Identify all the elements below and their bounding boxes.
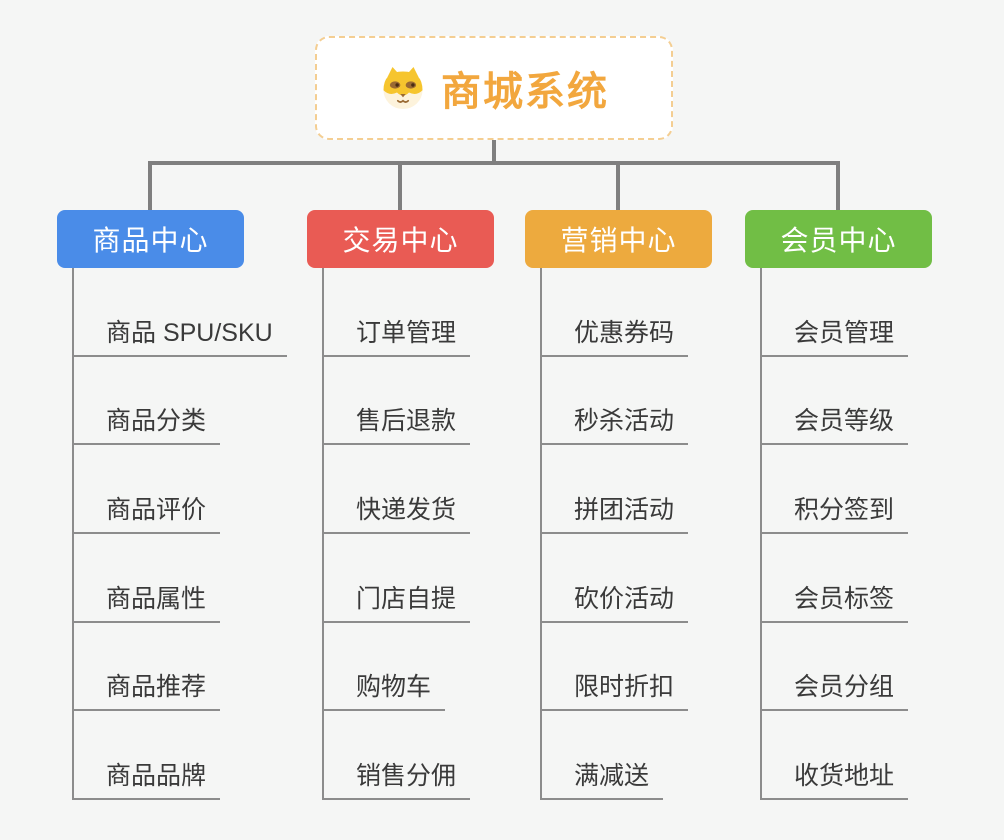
topic-label: 商品属性	[72, 579, 221, 623]
topic-row[interactable]: 会员管理	[760, 268, 992, 357]
connector-drop-product	[148, 163, 152, 210]
connector-drop-marketing	[616, 163, 620, 210]
topic-label: 商品评价	[72, 490, 221, 535]
topic-label: 快递发货	[322, 490, 471, 535]
topic-row[interactable]: 商品评价	[72, 445, 304, 535]
topic-label: 商品推荐	[72, 667, 221, 712]
branch-trade-center[interactable]: 交易中心	[307, 210, 494, 268]
topic-row[interactable]: 商品推荐	[72, 623, 304, 712]
topic-label: 购物车	[322, 667, 446, 712]
topic-row[interactable]: 积分签到	[760, 445, 992, 535]
connector-trunk	[540, 268, 542, 800]
connector-drop-trade	[398, 163, 402, 210]
topic-row[interactable]: 会员标签	[760, 534, 992, 623]
topic-label: 会员分组	[760, 667, 909, 712]
topic-row[interactable]: 销售分佣	[322, 711, 554, 801]
topic-label: 积分签到	[760, 490, 909, 535]
topic-label: 售后退款	[322, 401, 471, 446]
connector-trunk	[760, 268, 762, 800]
topic-label: 收货地址	[760, 756, 909, 801]
topic-label: 砍价活动	[540, 579, 689, 623]
topic-label: 优惠券码	[540, 313, 689, 357]
topic-row[interactable]: 商品 SPU/SKU	[72, 268, 304, 357]
topic-label: 限时折扣	[540, 667, 689, 712]
topic-row[interactable]: 会员分组	[760, 623, 992, 712]
topic-label: 商品分类	[72, 401, 221, 446]
topic-row[interactable]: 秒杀活动	[540, 357, 772, 446]
topic-row[interactable]: 会员等级	[760, 357, 992, 446]
topic-row[interactable]: 满减送	[540, 711, 772, 801]
branch-marketing-center[interactable]: 营销中心	[525, 210, 712, 268]
topic-label: 会员标签	[760, 579, 909, 623]
topic-label: 秒杀活动	[540, 401, 689, 446]
topic-row[interactable]: 商品分类	[72, 357, 304, 446]
topic-label: 销售分佣	[322, 756, 471, 801]
topic-row[interactable]: 商品品牌	[72, 711, 304, 801]
root-topic[interactable]: 商城系统	[315, 36, 673, 140]
topic-row[interactable]: 优惠券码	[540, 268, 772, 357]
branch-product-center[interactable]: 商品中心	[57, 210, 244, 268]
topic-row[interactable]: 快递发货	[322, 445, 554, 535]
topic-row[interactable]: 砍价活动	[540, 534, 772, 623]
topic-row[interactable]: 售后退款	[322, 357, 554, 446]
branch-member-center[interactable]: 会员中心	[745, 210, 932, 268]
topic-row[interactable]: 收货地址	[760, 711, 992, 801]
topic-label: 拼团活动	[540, 490, 689, 535]
branch-marketing-children: 优惠券码 秒杀活动 拼团活动 砍价活动 限时折扣 满减送	[540, 268, 772, 801]
connector-drop-member	[836, 163, 840, 210]
connector-bus	[148, 161, 840, 165]
topic-label: 会员等级	[760, 401, 909, 446]
topic-row[interactable]: 限时折扣	[540, 623, 772, 712]
topic-row[interactable]: 拼团活动	[540, 445, 772, 535]
topic-row[interactable]: 商品属性	[72, 534, 304, 623]
branch-trade-children: 订单管理 售后退款 快递发货 门店自提 购物车 销售分佣	[322, 268, 554, 801]
topic-label: 满减送	[540, 756, 664, 801]
root-topic-title: 商城系统	[441, 70, 609, 114]
connector-trunk	[72, 268, 74, 800]
branch-product-children: 商品 SPU/SKU 商品分类 商品评价 商品属性 商品推荐 商品品牌	[72, 268, 304, 801]
topic-row[interactable]: 订单管理	[322, 268, 554, 357]
topic-row[interactable]: 门店自提	[322, 534, 554, 623]
topic-label: 订单管理	[322, 313, 471, 357]
dog-face-icon	[383, 67, 423, 109]
topic-label: 门店自提	[322, 579, 471, 623]
connector-root-stub	[492, 139, 496, 163]
topic-label: 商品品牌	[72, 756, 221, 801]
topic-label: 会员管理	[760, 313, 909, 357]
connector-trunk	[322, 268, 324, 800]
topic-label: 商品 SPU/SKU	[72, 313, 287, 357]
branch-member-children: 会员管理 会员等级 积分签到 会员标签 会员分组 收货地址	[760, 268, 992, 801]
topic-row[interactable]: 购物车	[322, 623, 554, 712]
